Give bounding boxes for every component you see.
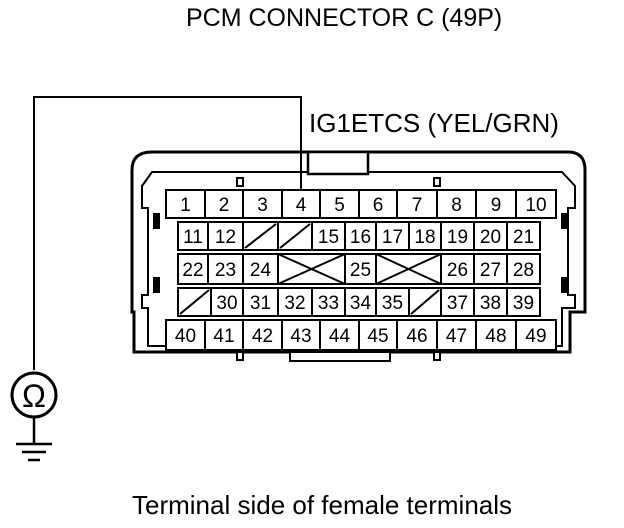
terminal-cell (375, 221, 410, 251)
terminal-number: 7 (412, 195, 423, 216)
terminal-number: 38 (480, 293, 501, 314)
terminal-number: 49 (525, 326, 546, 347)
terminal-cell (475, 189, 517, 219)
wire-label: IG1ETCS (YEL/GRN) (309, 108, 559, 138)
empty-cavity-mark (410, 289, 440, 315)
terminal-number: 24 (250, 260, 272, 281)
terminal-number: 30 (216, 293, 237, 314)
terminal-cell (506, 253, 541, 285)
terminal-number: 43 (290, 326, 311, 347)
terminal-number: 1 (180, 195, 191, 216)
terminal-cell (177, 253, 209, 285)
terminal-number: 3 (257, 195, 268, 216)
connector-housing (130, 150, 587, 362)
terminal-number: 32 (284, 293, 305, 314)
terminal-cell (375, 287, 410, 317)
terminal-number: 25 (350, 260, 371, 281)
terminal-cell (440, 287, 475, 317)
blocked-cavity-mark (375, 253, 442, 285)
terminal-number: 8 (451, 195, 462, 216)
terminal-number: 27 (480, 260, 501, 281)
terminal-number: 40 (175, 326, 196, 347)
ohmmeter-icon: Ω (10, 371, 58, 419)
terminal-number: 17 (382, 227, 403, 248)
terminal-number: 33 (318, 293, 339, 314)
terminal-number: 45 (367, 326, 388, 347)
terminal-cell (515, 319, 557, 351)
empty-cavity-mark (179, 289, 210, 315)
ground-icon (16, 417, 52, 462)
terminal-cell (408, 221, 442, 251)
terminal-number: 47 (446, 326, 467, 347)
terminal-number: 44 (329, 326, 351, 347)
terminal-number: 16 (350, 227, 371, 248)
terminal-number: 5 (334, 195, 345, 216)
terminal-cell (358, 319, 398, 351)
terminal-number: 31 (250, 293, 271, 314)
terminal-cell (473, 253, 508, 285)
terminal-number: 6 (373, 195, 384, 216)
terminal-number: 22 (182, 260, 203, 281)
footer-caption: Terminal side of female terminals (132, 490, 513, 520)
terminal-number: 42 (252, 326, 273, 347)
terminal-cell (177, 221, 209, 251)
terminal-cell (440, 221, 475, 251)
terminal-number: 19 (447, 227, 468, 248)
terminal-number: 35 (382, 293, 403, 314)
terminal-cell (440, 253, 475, 285)
terminal-number: 9 (491, 195, 502, 216)
terminal-cell (277, 287, 313, 317)
terminal-cell (475, 319, 517, 351)
terminal-cell (207, 253, 244, 285)
empty-cavity-mark (244, 223, 277, 249)
terminal-number: 37 (447, 293, 468, 314)
terminal-cell (515, 189, 557, 219)
terminal-number: 26 (447, 260, 468, 281)
terminal-number: 20 (480, 227, 501, 248)
empty-cavity-mark (279, 223, 311, 249)
terminal-number: 41 (213, 326, 234, 347)
blocked-cavity-mark (277, 253, 346, 285)
terminal-cell (242, 319, 283, 351)
terminal-number: 2 (219, 195, 230, 216)
terminal-number: 23 (215, 260, 236, 281)
terminal-number: 15 (318, 227, 339, 248)
terminal-number: 34 (350, 293, 372, 314)
terminal-cell (344, 253, 377, 285)
terminal-cell (506, 221, 541, 251)
probe-wire (33, 96, 302, 370)
terminal-number: 18 (414, 227, 435, 248)
terminal-number: 48 (485, 326, 506, 347)
diagram-title: PCM CONNECTOR C (49P) (186, 4, 503, 32)
terminal-cell (436, 319, 477, 351)
terminal-cell (506, 287, 541, 317)
terminal-number: 10 (525, 195, 546, 216)
terminal-number: 12 (215, 227, 236, 248)
terminal-number: 4 (296, 195, 307, 216)
terminal-number: 46 (406, 326, 427, 347)
terminal-number: 39 (513, 293, 534, 314)
terminal-cell (344, 221, 377, 251)
terminal-number: 28 (513, 260, 534, 281)
terminal-cell (311, 287, 346, 317)
terminal-number: 11 (183, 227, 203, 248)
svg-text:Ω: Ω (22, 378, 46, 414)
terminal-number: 21 (513, 227, 534, 248)
